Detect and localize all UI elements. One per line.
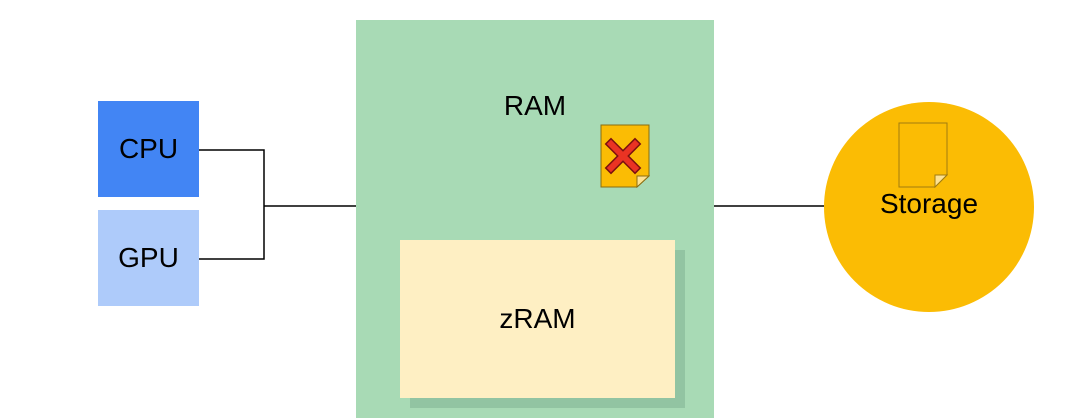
cpu-box: CPU xyxy=(98,101,199,197)
zram-label: zRAM xyxy=(499,303,576,334)
storage-label: Storage xyxy=(879,188,979,219)
ram-label: RAM xyxy=(503,90,567,121)
cpu-connector xyxy=(199,149,265,260)
cpu-label: CPU xyxy=(118,133,179,164)
zram-box: zRAM xyxy=(400,240,675,398)
gpu-box: GPU xyxy=(98,210,199,306)
page-icon xyxy=(898,122,948,188)
gpu-label: GPU xyxy=(118,242,179,273)
page-with-red-x-icon xyxy=(600,124,650,188)
